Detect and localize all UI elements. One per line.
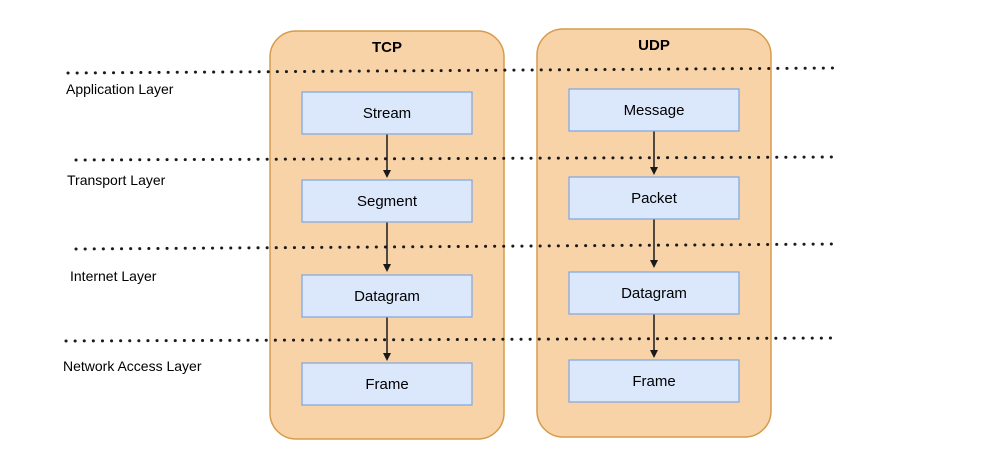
tcp-box-frame bbox=[301, 362, 473, 406]
udp-box-datagram-label: Datagram bbox=[621, 285, 687, 302]
tcp-box-datagram-label: Datagram bbox=[354, 288, 420, 305]
udp-box-frame-label: Frame bbox=[632, 373, 675, 390]
udp-box-message bbox=[568, 88, 740, 132]
layer-label-transport: Transport Layer bbox=[67, 172, 166, 188]
layer-divider-internet bbox=[74, 242, 840, 251]
layer-label-application: Application Layer bbox=[66, 81, 174, 97]
layer-divider-application bbox=[66, 66, 840, 75]
udp-title: UDP bbox=[638, 37, 670, 54]
layer-divider-network-access bbox=[64, 336, 840, 343]
tcp-title: TCP bbox=[372, 39, 402, 56]
layer-divider-transport bbox=[74, 155, 840, 162]
tcp-box-frame-label: Frame bbox=[365, 376, 408, 393]
tcp-box-stream bbox=[301, 91, 473, 135]
layer-label-internet: Internet Layer bbox=[70, 268, 157, 284]
tcp-box-stream-label: Stream bbox=[363, 105, 411, 122]
tcp-box-segment-label: Segment bbox=[357, 193, 418, 210]
layer-label-network-access: Network Access Layer bbox=[63, 358, 202, 374]
udp-box-frame bbox=[568, 359, 740, 403]
tcp-box-segment bbox=[301, 179, 473, 223]
udp-box-message-label: Message bbox=[624, 102, 685, 119]
udp-box-datagram bbox=[568, 271, 740, 315]
udp-box-packet bbox=[568, 176, 740, 220]
tcp-box-datagram bbox=[301, 274, 473, 318]
udp-box-packet-label: Packet bbox=[631, 190, 678, 207]
